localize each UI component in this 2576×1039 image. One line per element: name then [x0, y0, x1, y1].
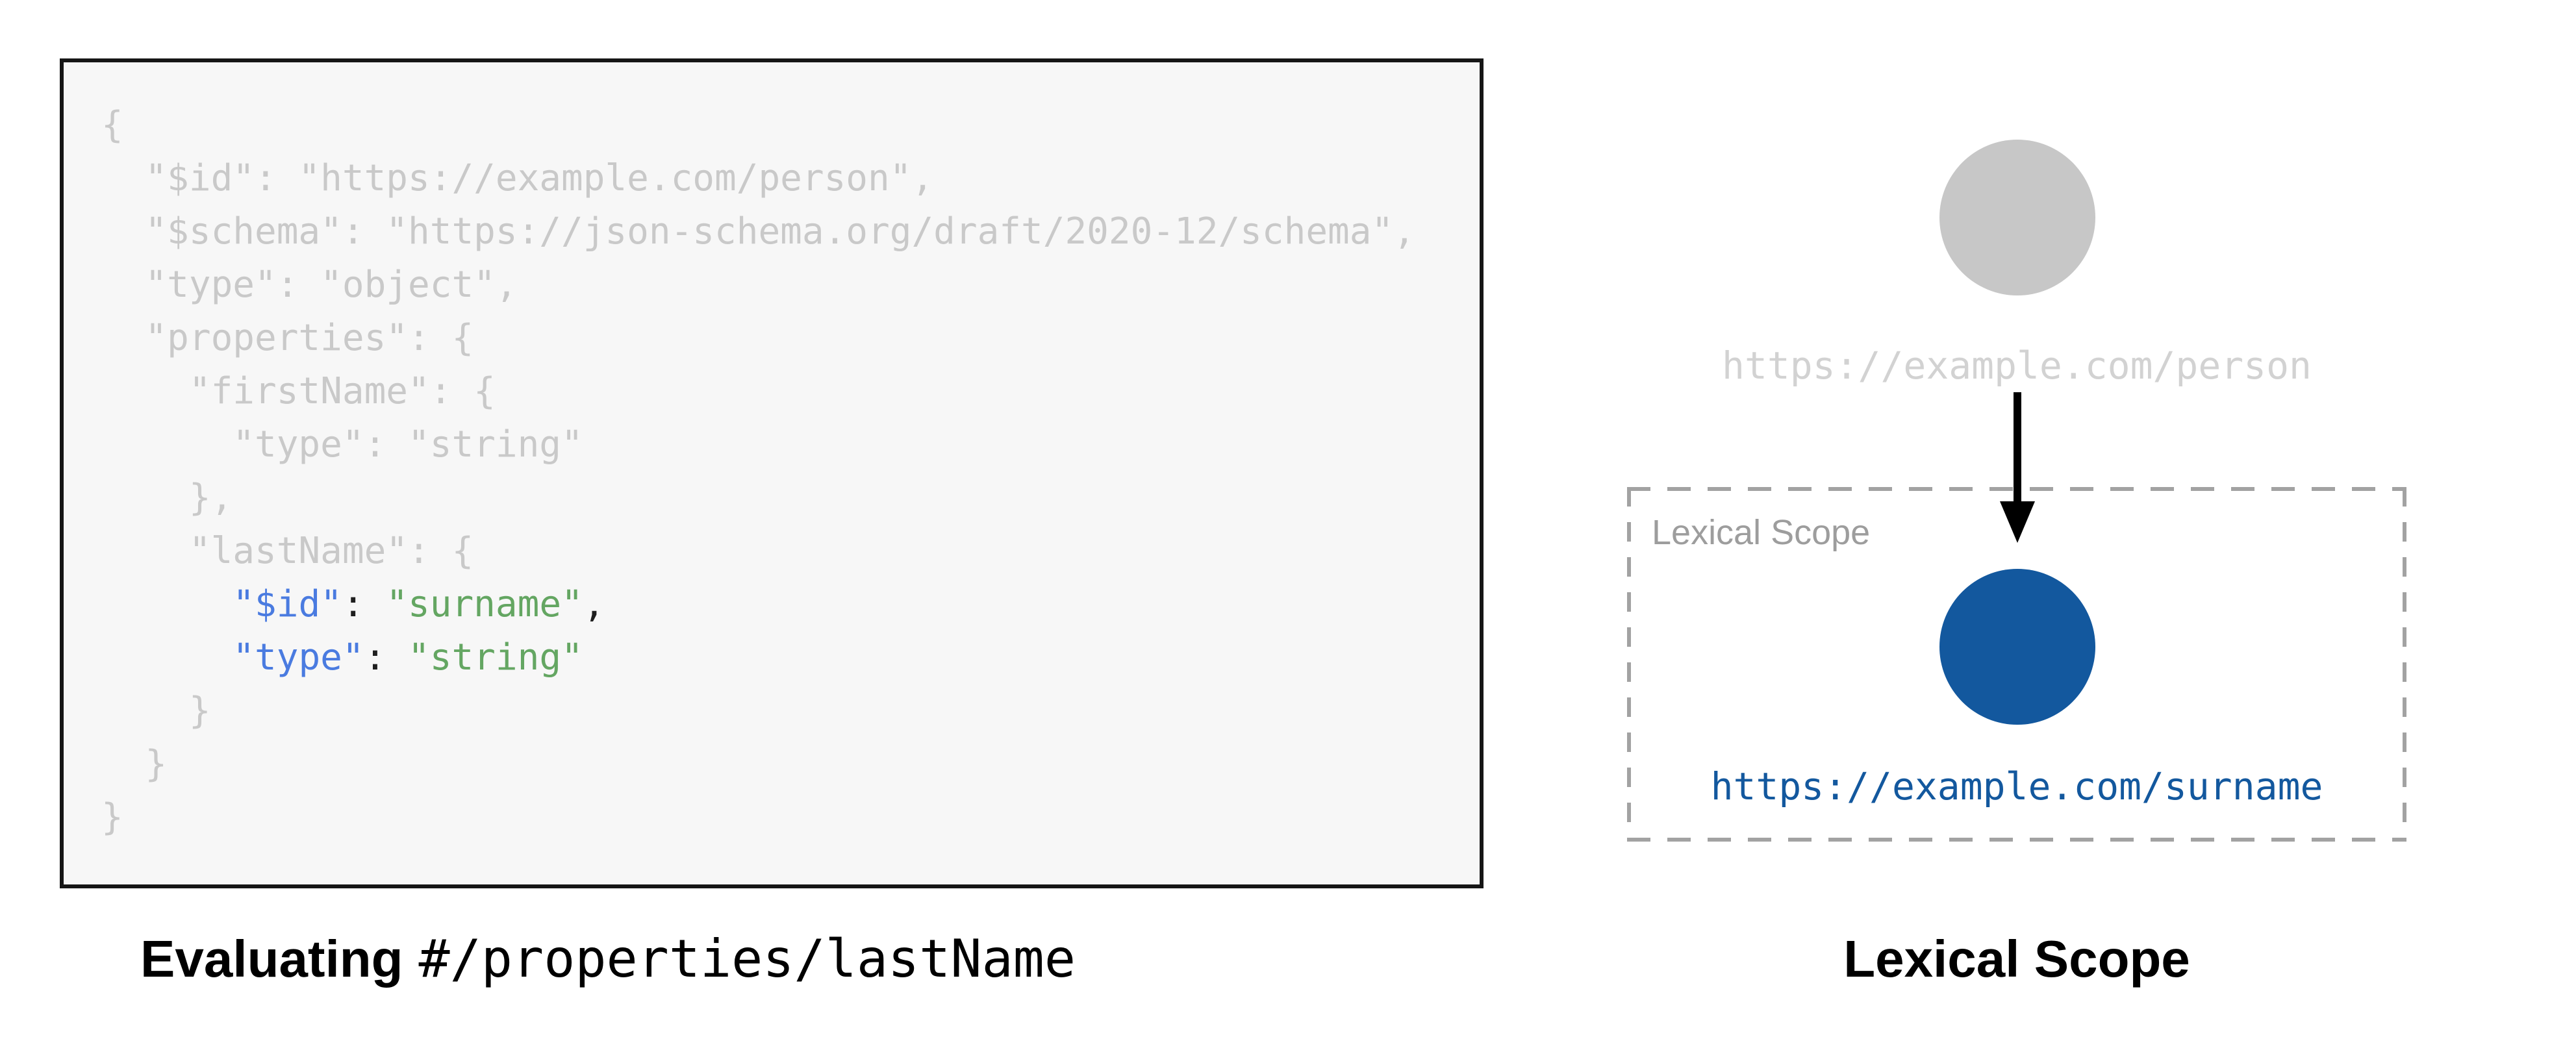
code-line: "$id": "https://example.com/person", [101, 152, 1442, 205]
code-token-plain: : [342, 583, 386, 625]
code-token-dim: "type": "object", [101, 264, 518, 306]
person-schema-node [1939, 140, 2095, 295]
code-token-key: "type" [233, 636, 364, 679]
code-line: }, [101, 471, 1442, 525]
json-schema-code-panel: { "$id": "https://example.com/person", "… [60, 58, 1484, 888]
code-line: "lastName": { [101, 525, 1442, 578]
code-token-dim: }, [101, 477, 233, 519]
code-token-dim: } [101, 743, 168, 785]
code-token-dim: "properties": { [101, 317, 474, 359]
code-token-dim: { [101, 104, 123, 146]
left-caption-json-pointer: #/properties/lastName [418, 929, 1076, 989]
code-token-dim: "lastName": { [101, 530, 474, 572]
code-block: { "$id": "https://example.com/person", "… [101, 99, 1442, 844]
code-token-str: "string" [408, 636, 583, 679]
code-line: "type": "object", [101, 258, 1442, 312]
code-token-dim: } [101, 796, 123, 838]
code-line: } [101, 738, 1442, 791]
person-uri-label: https://example.com/person [1722, 344, 2312, 388]
reference-arrow-shaft [2014, 392, 2021, 504]
code-line: "firstName": { [101, 365, 1442, 418]
code-line: } [101, 791, 1442, 844]
code-token-key: "$id" [233, 583, 342, 625]
code-token-dim: "type": "string" [101, 423, 583, 466]
code-line: "type": "string" [101, 631, 1442, 684]
code-token-str: "surname" [386, 583, 583, 625]
code-token-dim: "$id": "https://example.com/person", [101, 157, 934, 199]
surname-schema-node [1939, 569, 2095, 725]
code-line: "properties": { [101, 312, 1442, 365]
code-line: "type": "string" [101, 418, 1442, 471]
code-token-dim: "firstName": { [101, 370, 496, 412]
surname-uri-label: https://example.com/surname [1710, 764, 2323, 808]
code-token-dim [101, 583, 233, 625]
code-line: { [101, 99, 1442, 152]
code-token-plain: : [364, 636, 409, 679]
left-caption: Evaluating #/properties/lastName [140, 930, 1076, 995]
code-token-plain: , [583, 583, 605, 625]
right-caption: Lexical Scope [1843, 930, 2190, 988]
code-line: } [101, 684, 1442, 738]
code-line: "$schema": "https://json-schema.org/draf… [101, 205, 1442, 258]
lexical-scope-box-label: Lexical Scope [1652, 513, 1871, 552]
left-caption-evaluating: Evaluating [140, 930, 403, 988]
code-token-dim: } [101, 690, 211, 732]
code-token-dim: "$schema": "https://json-schema.org/draf… [101, 210, 1415, 253]
code-line: "$id": "surname", [101, 578, 1442, 631]
code-token-dim [101, 636, 233, 679]
